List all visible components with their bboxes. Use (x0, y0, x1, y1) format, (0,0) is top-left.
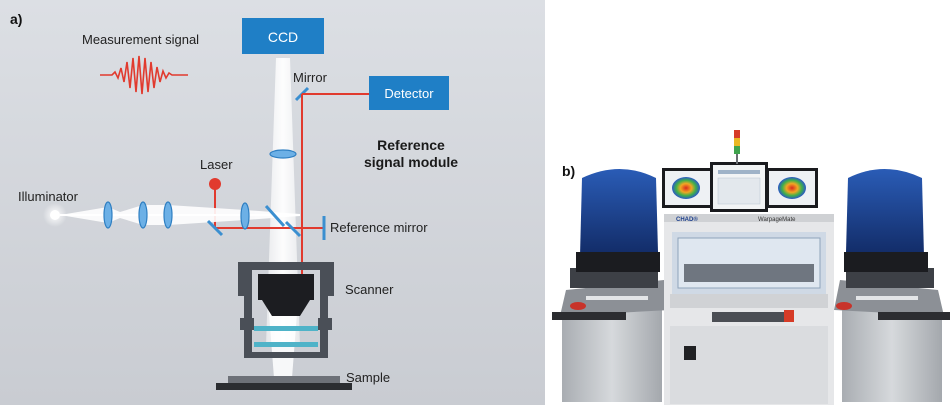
beam-splitter-2 (284, 220, 302, 238)
right-machine (834, 169, 944, 402)
optical-setup-diagram: a) Measurement signal CCD Detector Mirro… (0, 0, 545, 405)
reference-module-label-line1: Reference (377, 137, 445, 153)
signal-tower (734, 130, 740, 164)
scanner-label: Scanner (345, 282, 394, 297)
illuminator-lens-1 (103, 201, 113, 229)
beam-splitter-1 (264, 204, 286, 228)
panel-b-label: b) (562, 163, 575, 179)
monitor-left (662, 168, 714, 208)
illuminator-lens-4 (240, 202, 250, 230)
ccd-box (242, 18, 324, 54)
laser-label: Laser (200, 157, 233, 172)
mirror-label: Mirror (293, 70, 328, 85)
tube-lens (269, 149, 297, 159)
central-unit: CHAD® WarpageMate (664, 214, 834, 405)
instrument-photo: b) CHAD® WarpageMate (552, 130, 950, 405)
panel-a-label: a) (10, 11, 22, 27)
scanner-assembly (238, 262, 334, 358)
left-keyboard (552, 312, 626, 320)
reference-module-label-line2: signal module (364, 154, 458, 170)
sample-beam (268, 300, 298, 378)
detector-label: Detector (384, 86, 434, 101)
illuminator-label: Illuminator (18, 189, 79, 204)
reference-mirror-label: Reference mirror (330, 220, 428, 235)
ccd-label: CCD (268, 29, 298, 45)
brand-label: CHAD® (676, 216, 698, 223)
left-machine (560, 169, 670, 402)
imaging-beam (266, 58, 300, 345)
sample (228, 376, 340, 383)
measurement-signal-label: Measurement signal (82, 32, 199, 47)
model-label: WarpageMate (758, 217, 796, 223)
emergency-stop (784, 310, 794, 322)
monitor-center (710, 162, 768, 212)
measurement-signal-wave-icon (100, 55, 188, 95)
laser-beam-splitter (206, 219, 224, 237)
reference-beam (214, 93, 369, 284)
laser-source (209, 178, 221, 190)
illuminator-source (50, 210, 60, 220)
detector-box (369, 76, 449, 110)
power-switch (684, 346, 696, 360)
illuminator-lens-3 (163, 201, 173, 229)
right-keyboard (878, 312, 950, 320)
sample-label: Sample (346, 370, 390, 385)
monitor-right (766, 168, 818, 208)
sample-stage (216, 383, 352, 390)
illuminator-lens-2 (138, 201, 148, 229)
